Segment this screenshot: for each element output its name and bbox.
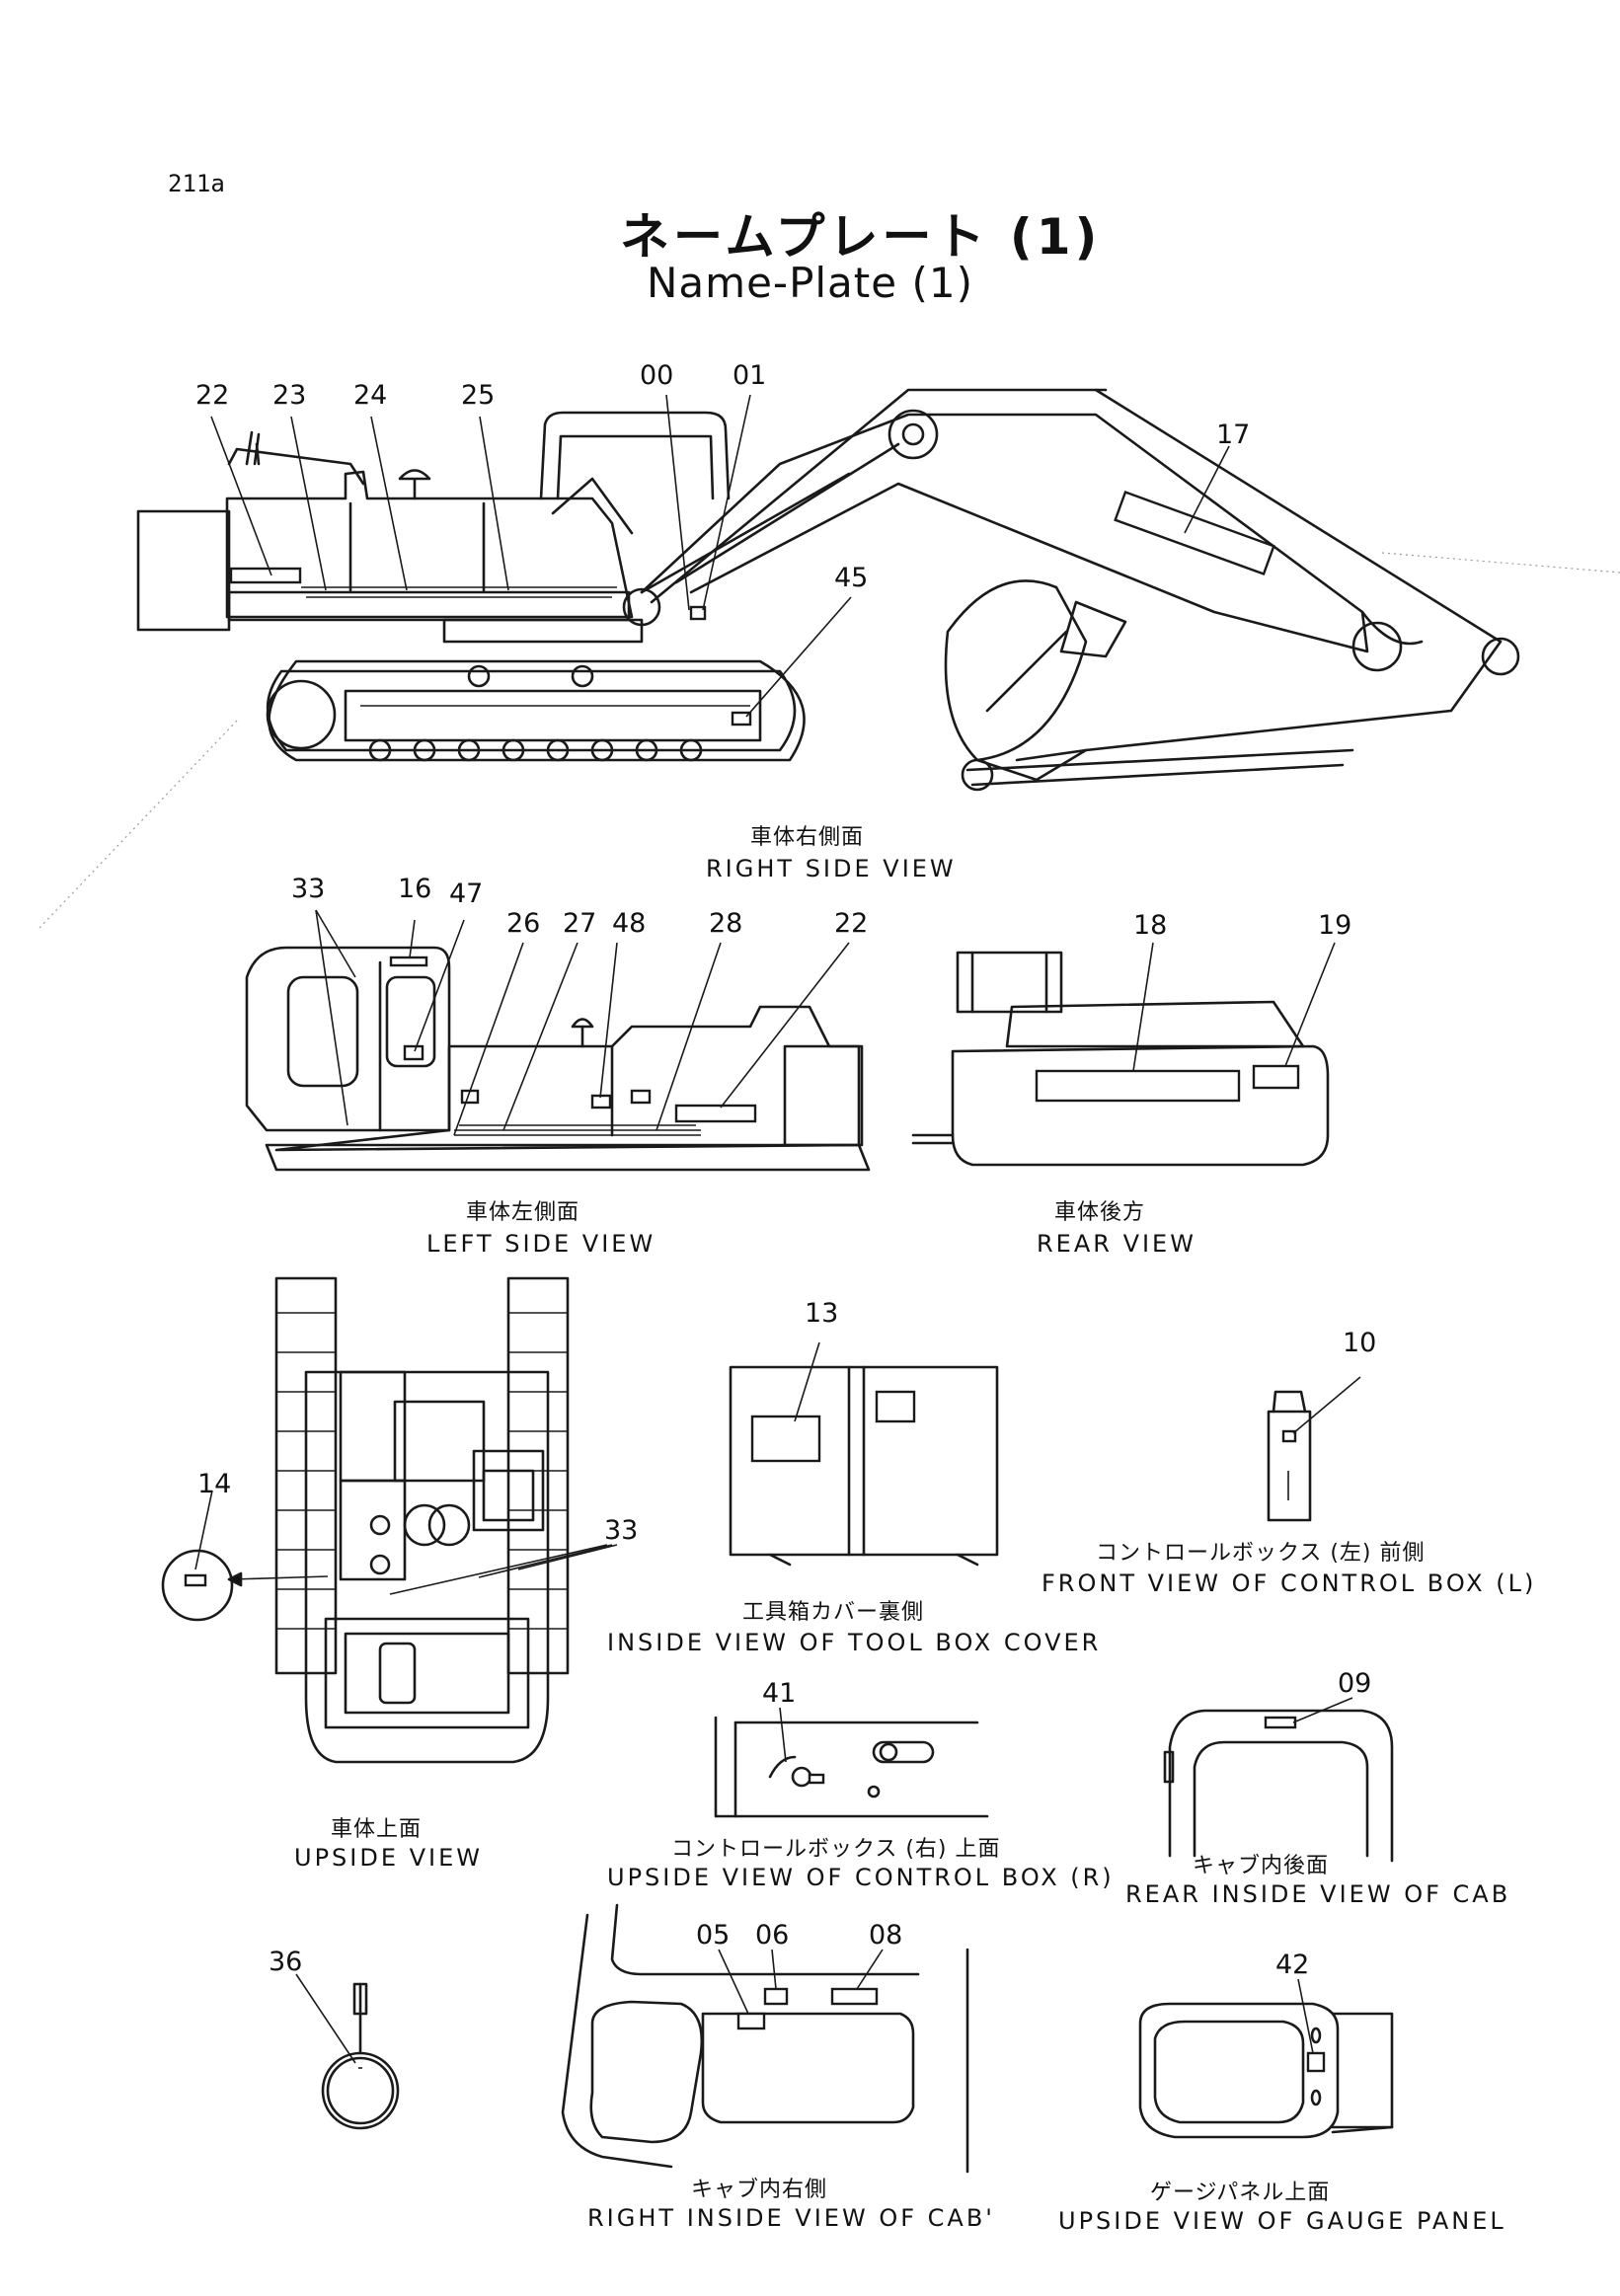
rear-view-caption-en: REAR VIEW — [1037, 1230, 1196, 1258]
left-side-view-caption-en: LEFT SIDE VIEW — [426, 1230, 656, 1258]
gauge-panel-leader — [1297, 1978, 1314, 2054]
callout-33-upside: 33 — [604, 1515, 639, 1546]
tool-box-caption-en: INSIDE VIEW OF TOOL BOX COVER — [607, 1629, 1102, 1656]
callout-10: 10 — [1343, 1328, 1377, 1358]
callout-45: 45 — [834, 563, 869, 593]
cab-right-caption-en: RIGHT INSIDE VIEW OF CAB' — [587, 2204, 995, 2232]
cab-rear-caption-jp: キャブ内後面 — [1193, 1854, 1330, 1878]
callout-13: 13 — [805, 1298, 839, 1329]
callout-41: 41 — [762, 1678, 797, 1709]
control-box-left-leader — [1292, 1376, 1361, 1434]
right-side-view-drawing — [39, 388, 1620, 929]
tool-box-leader — [794, 1341, 820, 1422]
callout-26: 26 — [506, 908, 541, 939]
rear-view-caption-jp: 車体後方 — [1054, 1200, 1146, 1225]
callout-18: 18 — [1133, 910, 1168, 941]
cab-rear-leader — [1292, 1697, 1353, 1723]
page-title-english: Name-Plate (1) — [647, 259, 973, 307]
cab-right-caption-jp: キャブ内右側 — [691, 2178, 828, 2202]
callout-00: 00 — [640, 360, 674, 391]
right-side-leaders — [210, 394, 1230, 718]
control-box-right-caption-jp: コントロールボックス (右) 上面 — [671, 1837, 1001, 1862]
upside-view-caption-en: UPSIDE VIEW — [294, 1844, 484, 1872]
gauge-panel-drawing — [1138, 2002, 1394, 2139]
control-box-right-drawing — [714, 1716, 989, 1818]
upside-view-leaders — [194, 1490, 618, 1595]
callout-28: 28 — [709, 908, 743, 939]
callout-22-left: 22 — [834, 908, 869, 939]
callout-33-left: 33 — [291, 874, 326, 904]
control-box-right-caption-en: UPSIDE VIEW OF CONTROL BOX (R) — [607, 1864, 1115, 1891]
left-side-view-caption-jp: 車体左側面 — [466, 1200, 580, 1225]
page-number: 211a — [168, 170, 225, 197]
right-side-view-caption-jp: 車体右側面 — [750, 825, 865, 850]
callout-22-right: 22 — [195, 380, 230, 411]
left-side-leaders — [315, 909, 850, 1136]
callout-48: 48 — [612, 908, 647, 939]
control-box-left-caption-en: FRONT VIEW OF CONTROL BOX (L) — [1041, 1569, 1537, 1597]
cab-right-leaders — [718, 1949, 884, 2015]
tool-box-cover-drawing — [729, 1365, 999, 1567]
rear-view-leaders — [1132, 942, 1336, 1072]
callout-24: 24 — [353, 380, 388, 411]
rear-view-drawing — [911, 951, 1330, 1167]
cab-right-inside-drawing — [561, 1903, 969, 2174]
tool-box-caption-jp: 工具箱カバー裏側 — [742, 1600, 925, 1625]
cab-rear-inside-drawing — [1163, 1709, 1394, 1863]
callout-27: 27 — [563, 908, 597, 939]
callout-06: 06 — [755, 1920, 790, 1951]
gauge-panel-caption-en: UPSIDE VIEW OF GAUGE PANEL — [1058, 2207, 1506, 2235]
item-36-drawing — [321, 1982, 400, 2130]
control-box-right-leader — [779, 1707, 787, 1763]
page-title-japanese: ネームプレート (1) — [620, 208, 1102, 266]
callout-25: 25 — [461, 380, 496, 411]
callout-42: 42 — [1275, 1950, 1310, 1980]
callout-08: 08 — [869, 1920, 903, 1951]
callout-23: 23 — [272, 380, 307, 411]
callout-17: 17 — [1216, 420, 1251, 450]
callout-36: 36 — [269, 1947, 303, 1977]
callout-47: 47 — [449, 879, 484, 909]
upside-view-drawing — [161, 1276, 570, 1764]
right-side-view-caption-en: RIGHT SIDE VIEW — [706, 855, 957, 882]
left-side-view-drawing — [245, 946, 871, 1172]
callout-14: 14 — [197, 1469, 232, 1499]
callout-05: 05 — [696, 1920, 731, 1951]
gauge-panel-caption-jp: ゲージパネル上面 — [1150, 2181, 1331, 2205]
item-36-leader — [295, 1973, 356, 2064]
callout-19: 19 — [1318, 910, 1352, 941]
cab-rear-caption-en: REAR INSIDE VIEW OF CAB — [1125, 1880, 1511, 1908]
callout-01: 01 — [733, 360, 767, 391]
callout-16: 16 — [398, 874, 432, 904]
callout-09: 09 — [1338, 1668, 1372, 1699]
control-box-left-drawing — [1267, 1390, 1312, 1522]
control-box-left-caption-jp: コントロールボックス (左) 前側 — [1096, 1541, 1426, 1566]
upside-view-caption-jp: 車体上面 — [331, 1817, 423, 1842]
